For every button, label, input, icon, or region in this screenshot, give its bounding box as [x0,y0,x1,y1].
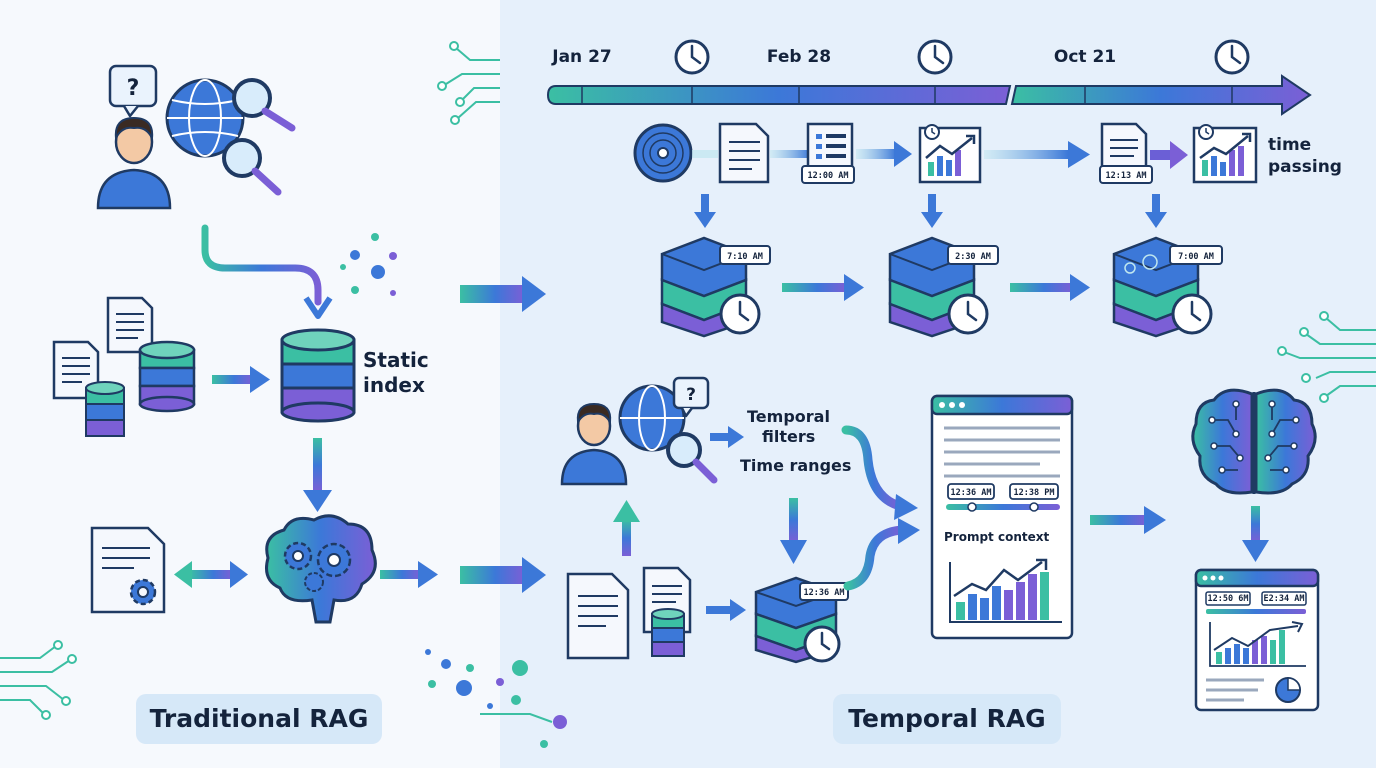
down-arrows-to-snapshots [694,194,1167,228]
time-ranges-label: Time ranges [740,456,851,475]
globe-search-question-icon: ? [618,376,718,484]
disc-icon [633,123,693,183]
index-to-brain-arrow [303,438,332,512]
timestamped-document-icon: 12:13 AM [1099,122,1153,184]
document-icon [718,122,770,184]
medium-database-icon [138,340,196,413]
docs-to-index-arrow [212,366,270,393]
user-icon [560,402,628,486]
brain-gears-icon [265,514,377,624]
context-end-timestamp: 12:38 PM [1014,488,1055,498]
chart-card-icon [1192,124,1258,184]
source-documents-icon [52,296,154,400]
flow-connector [770,150,810,158]
timeline-date-2: Feb 28 [767,47,831,67]
user-icon [96,116,172,210]
up-arrow-to-user [613,500,640,556]
panel-transition-arrow-bottom [460,557,546,593]
question-mark: ? [127,76,140,101]
snapshot-timestamp-b: 2:30 AM [955,252,991,262]
small-database-icon [651,608,685,657]
speech-bubble-icon: ? [108,64,158,118]
clock-icon [917,39,953,75]
temporal-filters-label-line2: filters [762,427,815,446]
circuit-lines-right [1277,311,1376,403]
flow-to-index-arrow [201,224,333,319]
document-icon [566,572,630,660]
snapshot-index-icon: 2:30 AM [888,236,999,338]
doc-timestamp-a: 12:00 AM [808,171,849,181]
panel-transition-arrow-top [460,276,546,312]
flow-arrow-long [984,141,1090,168]
temporal-rag-title: Temporal RAG [833,694,1061,744]
circuit-lines-top [437,41,500,125]
answer-end-timestamp: E2:34 AM [1264,594,1305,604]
static-index-label-line1: Static [363,348,429,372]
query-time-index-icon: 12:36 AM [754,576,849,664]
timeline-date-3: Oct 21 [1054,47,1116,67]
docs-to-query-db-arrow [706,599,746,621]
flow-arrow-short [1150,141,1188,169]
bidirectional-arrow [174,561,248,588]
clock-icon [674,39,710,75]
brain-to-temporal-arrow [380,561,438,588]
snapshot-timestamp-a: 7:10 AM [727,252,763,262]
prompt-context-label: Prompt context [944,530,1049,544]
clock-icon [1214,39,1250,75]
time-passing-label-line2: passing [1268,157,1342,177]
static-index-database-icon [280,328,356,423]
llm-to-answer-arrow [1242,506,1269,562]
chart-card-icon [918,124,982,184]
query-to-filters-arrow [710,426,744,448]
flow-arrow [856,141,912,167]
doc-timestamp-b: 12:13 AM [1106,171,1147,181]
small-database-icon [85,381,125,437]
answer-window: 12:50 6M E2:34 AM [1194,568,1320,712]
query-db-to-context-arrow [843,518,920,591]
query-timestamp: 12:36 AM [804,588,845,598]
timeline-date-1: Jan 27 [551,47,611,67]
timeline: Jan 27 Feb 28 Oct 21 [546,39,1312,116]
snapshot-timestamp-c: 7:00 AM [1178,252,1214,262]
document-gear-icon [90,526,166,614]
context-start-timestamp: 12:36 AM [951,488,992,498]
ranges-to-query-db-arrow [780,498,807,564]
decorative-dots-bottom [425,649,567,748]
filters-to-context-arrow [841,425,918,520]
snapshot-arrow [1010,274,1090,301]
snapshot-index-icon: 7:00 AM [1112,236,1223,338]
time-passing-label-line1: time [1268,135,1311,155]
flow-fade-connector [692,150,718,158]
question-mark: ? [686,385,696,405]
static-index-label-line2: index [363,373,425,397]
answer-start-timestamp: 12:50 6M [1208,594,1249,604]
timestamped-document-icon: 12:00 AM [801,122,855,184]
user-with-question: ? [96,64,172,210]
prompt-context-window: 12:36 AM 12:38 PM Prompt context [930,394,1074,640]
snapshot-index-icon: 7:10 AM [660,236,771,338]
decorative-dots [340,233,397,296]
traditional-rag-title: Traditional RAG [136,694,382,744]
context-to-llm-arrow [1090,506,1166,534]
snapshot-arrow [782,274,864,301]
circuit-lines-left [0,640,77,720]
llm-brain-icon [1191,388,1317,495]
temporal-filters-label-line1: Temporal [747,407,830,426]
globe-search-icon [165,78,296,196]
